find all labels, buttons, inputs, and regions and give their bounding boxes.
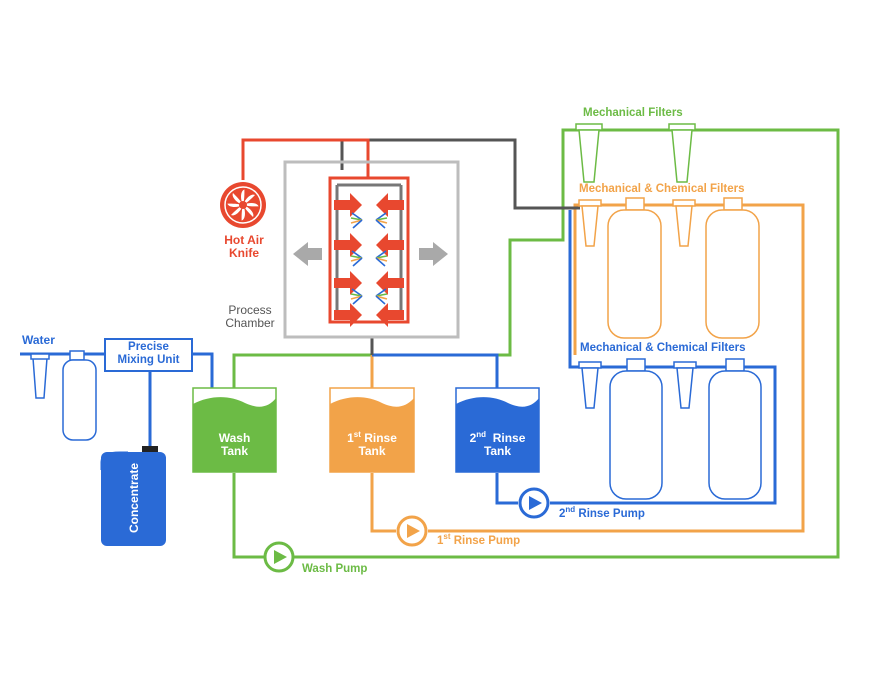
rinse1-tank-line2: Tank xyxy=(358,444,386,459)
wash-pump-label: Wash Pump xyxy=(302,563,368,575)
mechanical-filters-label: Mechanical Filters xyxy=(583,107,683,119)
rinse2-circuit-pipes xyxy=(372,210,777,505)
rinse1-circuit-pipes xyxy=(370,203,805,533)
rinse1-tank-line1: 1st Rinse xyxy=(347,430,397,445)
concentrate-container xyxy=(100,446,166,546)
inlet-filter-cone xyxy=(30,353,50,399)
rinse1-pump-icon xyxy=(396,515,428,547)
process-chamber-box xyxy=(283,160,460,339)
mech-chem-filters-orange xyxy=(578,197,760,339)
water-label: Water xyxy=(22,333,55,347)
mixing-unit-label-line2: Mixing Unit xyxy=(117,353,180,366)
hot-air-label-line1: Hot Air xyxy=(224,233,264,247)
hot-air-knife-label: Hot Air Knife xyxy=(213,233,275,261)
rinse1-tank-shape xyxy=(329,387,415,473)
air-knife-arrows xyxy=(334,193,404,327)
process-chamber-label: Process Chamber xyxy=(212,303,288,331)
rinse1-pump-label: 1st Rinse Pump xyxy=(437,532,521,548)
wash-pump-icon xyxy=(263,541,295,573)
rinse2-pump-label: 2nd Rinse Pump xyxy=(559,505,645,521)
chamber-side-arrows xyxy=(293,242,448,266)
wash-tank-line1: Wash xyxy=(218,431,251,445)
process-label-line2: Chamber xyxy=(225,316,275,331)
rinse2-tank-line1: 2nd Rinse xyxy=(469,430,526,445)
mixing-unit-label-line1: Precise xyxy=(128,341,169,353)
process-label-line1: Process xyxy=(228,303,272,317)
inlet-filter-cartridge xyxy=(62,350,97,441)
rinse2-tank-shape xyxy=(455,387,540,473)
mech-chem-filters-top-label: Mechanical & Chemical Filters xyxy=(579,183,745,195)
rinse2-pump-icon xyxy=(518,487,550,519)
mixing-unit-label: Precise Mixing Unit xyxy=(105,341,192,367)
mechanical-filters-green xyxy=(575,123,696,183)
chamber-pipes xyxy=(340,138,580,355)
wash-tank-shape xyxy=(192,387,277,473)
wash-tank-line2: Tank xyxy=(220,444,249,459)
hot-air-label-line2: Knife xyxy=(229,246,259,261)
mech-chem-filters-bottom-label: Mechanical & Chemical Filters xyxy=(580,342,746,354)
hot-air-fan-icon xyxy=(220,182,266,228)
hot-air-duct xyxy=(241,138,370,180)
spray-nozzles xyxy=(350,212,388,305)
wash-tank-label: Wash Tank xyxy=(193,431,276,459)
rinse1-tank-label: 1st Rinse Tank xyxy=(330,430,414,459)
wash-circuit-pipes xyxy=(232,128,840,559)
rinse2-tank-label: 2nd Rinse Tank xyxy=(456,430,539,459)
mech-chem-filters-blue xyxy=(578,358,762,500)
concentrate-label: Concentrate xyxy=(127,463,141,534)
rinse2-tank-line2: Tank xyxy=(483,444,512,459)
mixing-unit-box xyxy=(104,338,193,372)
